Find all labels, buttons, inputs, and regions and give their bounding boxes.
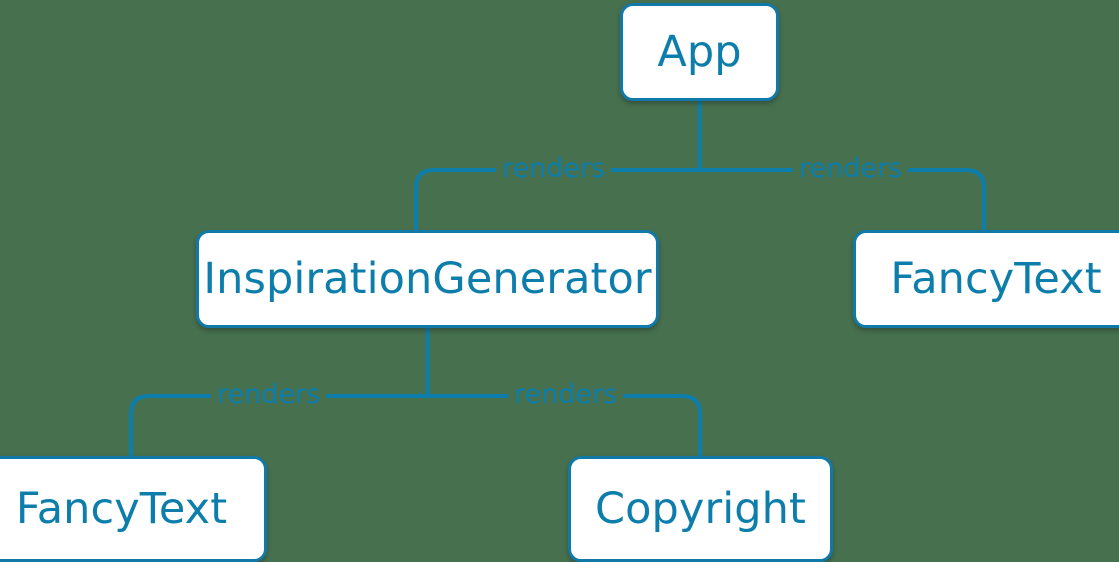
- edge-label-app-to-inspiration: renders: [496, 155, 612, 182]
- node-fancytext-right-label: FancyText: [890, 254, 1102, 304]
- node-inspiration-generator[interactable]: InspirationGenerator: [196, 230, 659, 328]
- node-inspiration-generator-label: InspirationGenerator: [203, 254, 652, 304]
- edge-label-inspiration-to-fancytext: renders: [211, 381, 327, 408]
- edge-label-app-to-fancytext: renders: [793, 155, 909, 182]
- node-copyright[interactable]: Copyright: [568, 456, 833, 562]
- node-app[interactable]: App: [620, 3, 779, 101]
- node-fancytext-right[interactable]: FancyText: [853, 230, 1119, 328]
- node-fancytext-bottom[interactable]: FancyText: [0, 456, 267, 562]
- node-fancytext-bottom-label: FancyText: [15, 484, 228, 534]
- node-app-label: App: [657, 27, 742, 77]
- node-copyright-label: Copyright: [594, 484, 806, 534]
- edge-label-inspiration-to-copyright: renders: [508, 381, 624, 408]
